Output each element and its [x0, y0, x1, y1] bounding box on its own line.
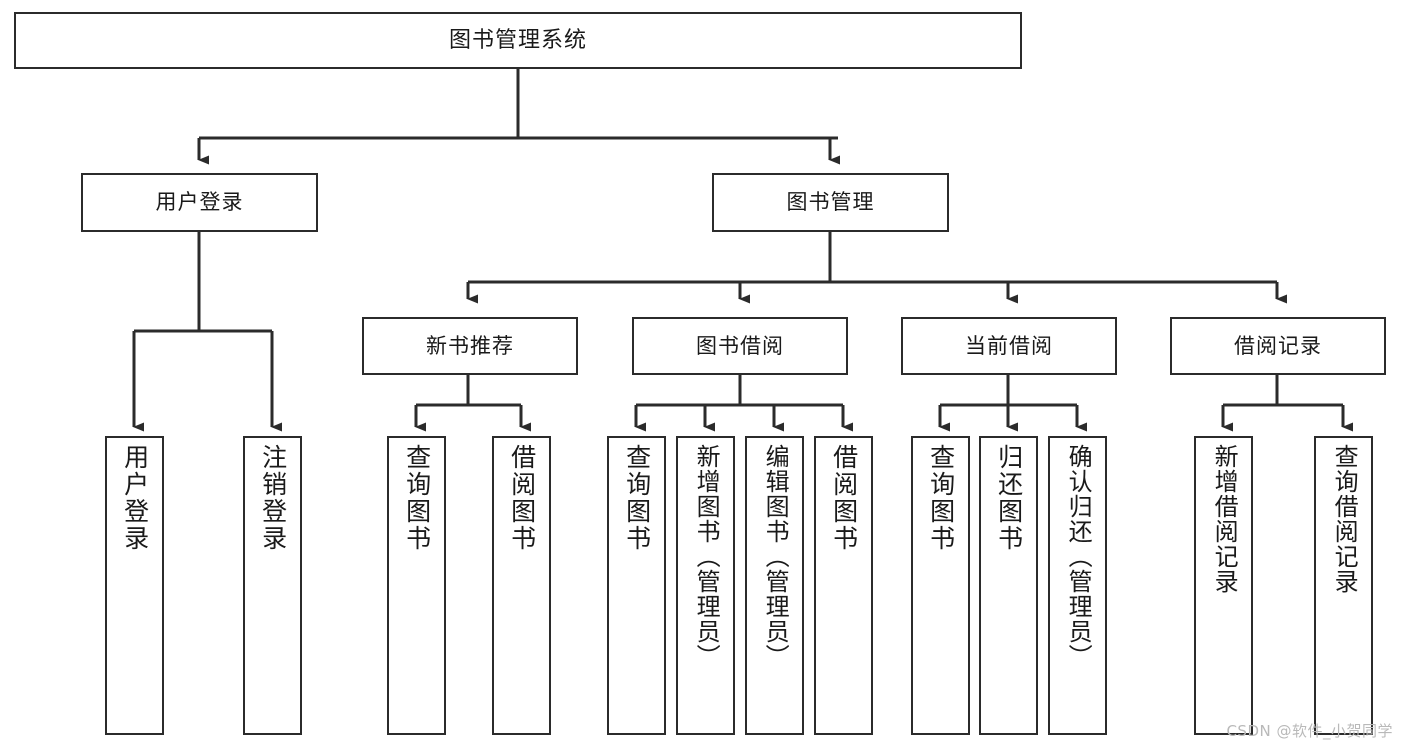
leaf-current-query-book[interactable]: 查询图书 — [911, 436, 970, 735]
node-label: 注销登录 — [258, 444, 288, 552]
node-label: 编辑图书（管理员） — [761, 444, 790, 669]
leaf-records-add-record[interactable]: 新增借阅记录 — [1194, 436, 1253, 735]
node-label: 借阅图书 — [507, 444, 537, 552]
node-label: 新增图书（管理员） — [692, 444, 721, 669]
node-label: 用户登录 — [120, 444, 150, 552]
node-label: 图书管理 — [786, 190, 875, 215]
leaf-current-confirm-return-admin[interactable]: 确认归还（管理员） — [1048, 436, 1107, 735]
node-label: 借阅记录 — [1234, 333, 1322, 358]
node-current-borrow[interactable]: 当前借阅 — [901, 317, 1117, 375]
node-label: 查询借阅记录 — [1330, 444, 1359, 594]
node-label: 确认归还（管理员） — [1064, 444, 1093, 669]
node-book-management[interactable]: 图书管理 — [712, 173, 949, 232]
node-label: 新增借阅记录 — [1210, 444, 1239, 594]
node-label: 图书管理系统 — [448, 27, 587, 53]
node-book-borrow[interactable]: 图书借阅 — [632, 317, 848, 375]
node-borrow-records[interactable]: 借阅记录 — [1170, 317, 1386, 375]
leaf-user-login-login[interactable]: 用户登录 — [105, 436, 164, 735]
csdn-watermark: CSDN @软件_小贺同学 — [1226, 722, 1393, 740]
node-new-book-recommend[interactable]: 新书推荐 — [362, 317, 578, 375]
node-root-system[interactable]: 图书管理系统 — [14, 12, 1022, 69]
node-user-login[interactable]: 用户登录 — [81, 173, 318, 232]
node-label: 查询图书 — [402, 444, 432, 552]
leaf-records-query-record[interactable]: 查询借阅记录 — [1314, 436, 1373, 735]
leaf-new-book-query[interactable]: 查询图书 — [387, 436, 446, 735]
node-label: 图书借阅 — [696, 333, 784, 358]
leaf-borrow-add-book-admin[interactable]: 新增图书（管理员） — [676, 436, 735, 735]
leaf-borrow-borrow-book[interactable]: 借阅图书 — [814, 436, 873, 735]
leaf-new-book-borrow[interactable]: 借阅图书 — [492, 436, 551, 735]
node-label: 查询图书 — [622, 444, 652, 552]
leaf-current-return-book[interactable]: 归还图书 — [979, 436, 1038, 735]
leaf-user-login-logout[interactable]: 注销登录 — [243, 436, 302, 735]
node-label: 新书推荐 — [426, 333, 514, 358]
node-label: 当前借阅 — [965, 333, 1053, 358]
leaf-borrow-edit-book-admin[interactable]: 编辑图书（管理员） — [745, 436, 804, 735]
node-label: 用户登录 — [155, 190, 244, 215]
node-label: 借阅图书 — [829, 444, 859, 552]
node-label: 查询图书 — [926, 444, 956, 552]
node-label: 归还图书 — [994, 444, 1024, 552]
leaf-borrow-query-book[interactable]: 查询图书 — [607, 436, 666, 735]
